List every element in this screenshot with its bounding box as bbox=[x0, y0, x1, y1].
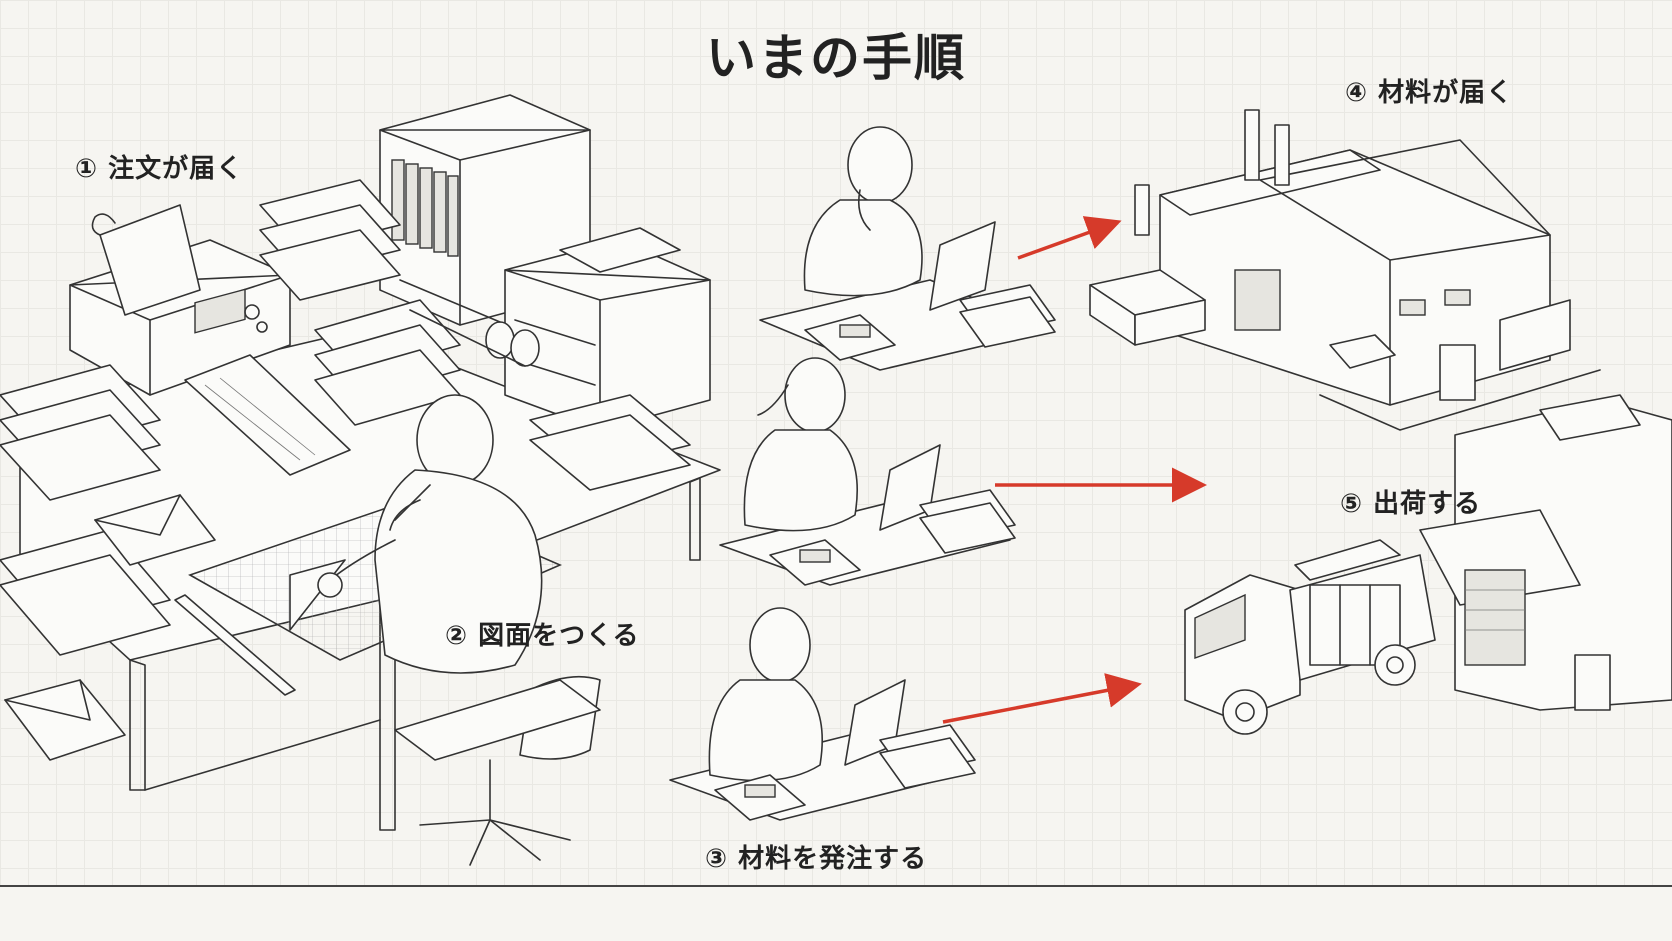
office-chair bbox=[394, 675, 601, 866]
workflow-illustration bbox=[0, 94, 1672, 866]
footer-bar bbox=[0, 887, 1672, 941]
ruler bbox=[174, 594, 296, 696]
desk-leg bbox=[129, 659, 146, 791]
factory-icon bbox=[1089, 109, 1601, 431]
rolled-drawings bbox=[399, 279, 540, 367]
desk-leg bbox=[689, 477, 701, 561]
phone-worker-1 bbox=[759, 126, 1056, 371]
drafter-person bbox=[317, 394, 543, 674]
footer-divider bbox=[0, 885, 1672, 887]
flow-arrows bbox=[942, 216, 1207, 724]
step-label-3: ③ 材料を発注する bbox=[705, 844, 928, 874]
phone-worker-2 bbox=[719, 357, 1016, 586]
phone-icon bbox=[804, 314, 896, 361]
chimney bbox=[1134, 184, 1150, 236]
warehouse-icon bbox=[1419, 394, 1672, 711]
phone-icon bbox=[769, 539, 861, 586]
step-label-1: ① 注文が届く bbox=[75, 154, 244, 184]
step-label-4: ④ 材料が届く bbox=[1345, 78, 1514, 108]
step-label-5: ⑤ 出荷する bbox=[1340, 489, 1482, 519]
chimney bbox=[1274, 124, 1290, 186]
truck-icon bbox=[1184, 539, 1436, 735]
fax-machine-icon bbox=[69, 204, 351, 476]
page-title: いまの手順 bbox=[706, 29, 966, 87]
paper-stacks bbox=[0, 179, 691, 656]
envelope-icon bbox=[4, 494, 216, 761]
tablet bbox=[929, 221, 996, 311]
phone-worker-3 bbox=[669, 607, 976, 821]
arrow-to-truck bbox=[942, 673, 1142, 724]
step-label-2: ② 図面をつくる bbox=[445, 621, 640, 651]
forklift bbox=[1574, 654, 1611, 711]
chimney bbox=[1244, 109, 1260, 181]
office-desk-scene bbox=[0, 94, 721, 866]
arrow-to-materials bbox=[1017, 216, 1122, 260]
phone-icon bbox=[714, 774, 806, 821]
roof-unit bbox=[1539, 394, 1641, 441]
cargo-crate bbox=[1294, 539, 1401, 581]
